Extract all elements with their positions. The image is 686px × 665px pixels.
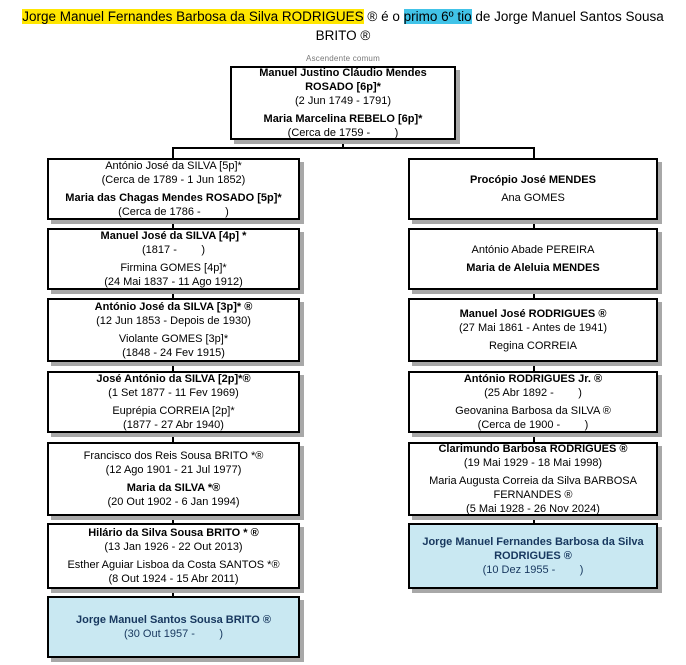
- person-name: Ana GOMES: [501, 192, 565, 204]
- person-dates: (24 Mai 1837 - 11 Ago 1912): [104, 276, 243, 288]
- connector-line: [533, 147, 535, 158]
- person-name: Maria das Chagas Mendes ROSADO [5p]*: [65, 192, 282, 204]
- person-dates: (10 Dez 1955 - ): [482, 564, 584, 576]
- person-name: Esther Aguiar Lisboa da Costa SANTOS *®: [67, 559, 280, 571]
- connector-line: [172, 589, 174, 596]
- person-name: António Abade PEREIRA: [471, 244, 595, 256]
- person-dates: (Cerca de 1789 - 1 Jun 1852): [101, 174, 246, 186]
- person-name: Maria de Aleluia MENDES: [466, 262, 600, 274]
- person-dates: (Cerca de 1786 - ): [118, 206, 229, 218]
- person-box-subject-brito[interactable]: Jorge Manuel Santos Sousa BRITO ® (30 Ou…: [47, 596, 300, 658]
- relationship-title: Jorge Manuel Fernandes Barbosa da Silva …: [13, 7, 673, 45]
- person-name: Procópio José MENDES: [470, 174, 596, 186]
- connector-line: [533, 220, 535, 228]
- person-name: Maria da SILVA *®: [126, 482, 221, 494]
- person-box-right-gen5[interactable]: Procópio José MENDES Ana GOMES: [408, 158, 658, 220]
- person-dates: (1848 - 24 Fev 1915): [122, 347, 225, 359]
- connector-line: [172, 147, 174, 158]
- person-name: António José da SILVA [3p]* ®: [94, 301, 253, 313]
- person-dates: (30 Out 1957 - ): [123, 628, 224, 640]
- connector-line: [533, 433, 535, 442]
- person-box-left-gen3[interactable]: António José da SILVA [3p]* ® (12 Jun 18…: [47, 298, 300, 362]
- person-box-subject-rodrigues[interactable]: Jorge Manuel Fernandes Barbosa da Silva …: [408, 523, 658, 589]
- person-dates: (25 Abr 1892 - ): [484, 387, 582, 399]
- person-name: António José da SILVA [5p]*: [105, 160, 242, 172]
- connector-line: [172, 147, 535, 149]
- person-dates: (1817 - ): [142, 244, 205, 256]
- person-dates: (5 Mai 1928 - 26 Nov 2024): [466, 503, 600, 515]
- person-box-right-gen1[interactable]: Clarimundo Barbosa RODRIGUES ® (19 Mai 1…: [408, 442, 658, 516]
- person-name: Euprépia CORREIA [2p]*: [112, 405, 235, 417]
- person-name: Regina CORREIA: [488, 340, 578, 352]
- connector-line: [533, 362, 535, 371]
- person-name: Maria Marcelina REBELO [6p]*: [263, 113, 423, 125]
- person-dates: (12 Ago 1901 - 21 Jul 1977): [105, 464, 242, 476]
- person-dates: (Cerca de 1759 - ): [287, 127, 399, 139]
- person-name: Francisco dos Reis Sousa BRITO *®: [83, 450, 264, 462]
- person-dates: (27 Mai 1861 - Antes de 1941): [459, 322, 607, 334]
- person-name: Clarimundo Barbosa RODRIGUES ®: [438, 443, 628, 455]
- person-name: Geovanina Barbosa da SILVA ®: [455, 405, 611, 417]
- connector-line: [342, 140, 344, 148]
- person-name: Manuel Justino Cláudio Mendes ROSADO [6p…: [259, 67, 427, 93]
- relation-text: ® é o: [363, 9, 404, 24]
- person-dates: (1 Set 1877 - 11 Fev 1969): [108, 387, 239, 399]
- person-dates: (12 Jun 1853 - Depois de 1930): [96, 315, 251, 327]
- person-name: Jorge Manuel Santos Sousa BRITO ®: [76, 614, 271, 626]
- person-b-text: de Jorge Manuel Santos Sousa BRITO ®: [315, 9, 664, 43]
- person-dates: (1877 - 27 Abr 1940): [123, 419, 224, 431]
- connector-line: [533, 516, 535, 523]
- person-name: António RODRIGUES Jr. ®: [463, 373, 603, 385]
- person-box-left-parents[interactable]: Hilário da Silva Sousa BRITO * ® (13 Jan…: [47, 523, 300, 589]
- kinship-degree-highlight: primo 6º tio: [403, 9, 472, 24]
- person-name: Violante GOMES [3p]*: [118, 333, 229, 345]
- person-name: Firmina GOMES [4p]*: [120, 262, 227, 274]
- connector-line: [172, 516, 174, 523]
- person-dates: (19 Mai 1929 - 18 Mai 1998): [463, 457, 603, 469]
- person-dates: (13 Jan 1926 - 22 Out 2013): [104, 541, 243, 553]
- person-name: Jorge Manuel Fernandes Barbosa da Silva …: [422, 536, 644, 562]
- person-a-highlight: Jorge Manuel Fernandes Barbosa da Silva …: [22, 9, 364, 24]
- person-name: José António da SILVA [2p]*®: [96, 373, 251, 385]
- person-box-right-gen3[interactable]: Manuel José RODRIGUES ® (27 Mai 1861 - A…: [408, 298, 658, 362]
- person-box-left-gen1[interactable]: Francisco dos Reis Sousa BRITO *® (12 Ag…: [47, 442, 300, 516]
- person-dates: (Cerca de 1900 - ): [477, 419, 589, 431]
- person-box-left-gen2[interactable]: José António da SILVA [2p]*® (1 Set 1877…: [47, 371, 300, 433]
- common-ancestor-label: Ascendente comum: [306, 54, 380, 63]
- connector-line: [172, 220, 174, 228]
- person-box-right-gen4[interactable]: António Abade PEREIRA Maria de Aleluia M…: [408, 228, 658, 290]
- connector-line: [172, 290, 174, 298]
- person-box-common-ancestor[interactable]: Manuel Justino Cláudio Mendes ROSADO [6p…: [230, 66, 456, 140]
- person-box-left-gen4[interactable]: Manuel José da SILVA [4p] * (1817 - ) Fi…: [47, 228, 300, 290]
- connector-line: [172, 433, 174, 442]
- person-name: Manuel José RODRIGUES ®: [459, 308, 607, 320]
- person-box-right-gen2[interactable]: António RODRIGUES Jr. ® (25 Abr 1892 - )…: [408, 371, 658, 433]
- person-dates: (8 Out 1924 - 15 Abr 2011): [108, 573, 239, 585]
- person-box-left-gen5[interactable]: António José da SILVA [5p]* (Cerca de 17…: [47, 158, 300, 220]
- person-name: Manuel José da SILVA [4p] *: [100, 230, 247, 242]
- person-dates: (20 Out 1902 - 6 Jan 1994): [107, 496, 240, 508]
- person-name: Hilário da Silva Sousa BRITO * ®: [88, 527, 259, 539]
- person-name: Maria Augusta Correia da Silva BARBOSA F…: [429, 475, 637, 501]
- connector-line: [533, 290, 535, 298]
- person-dates: (2 Jun 1749 - 1791): [294, 95, 391, 107]
- connector-line: [172, 362, 174, 371]
